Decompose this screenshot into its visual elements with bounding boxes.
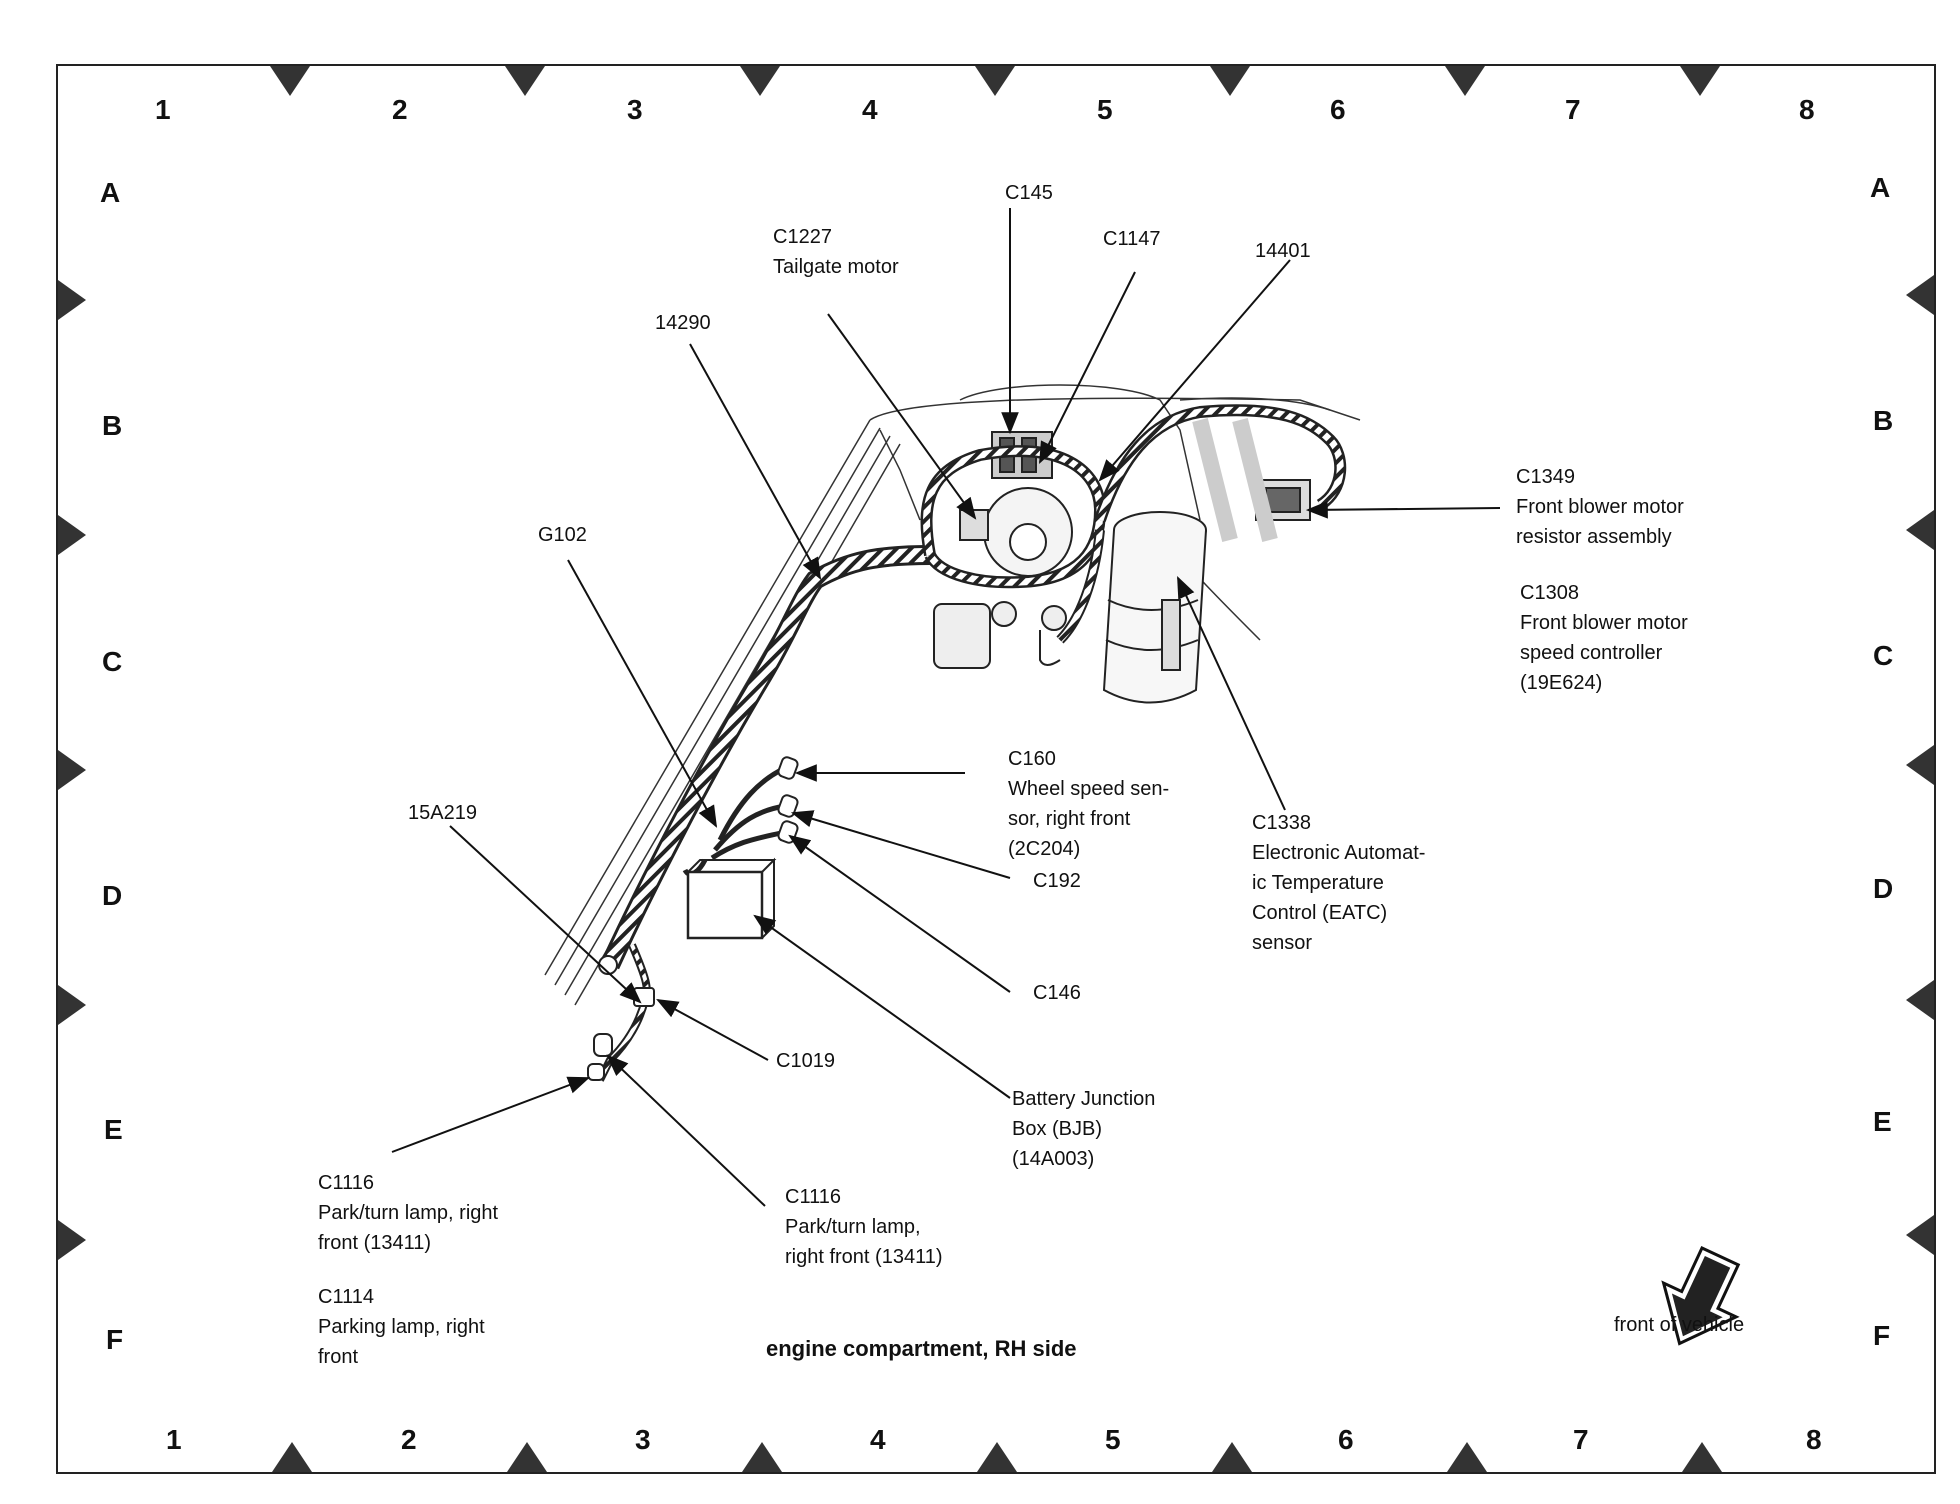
canister	[1102, 511, 1207, 704]
blower-resistor	[1192, 418, 1311, 542]
row-label-right-e: E	[1873, 1106, 1892, 1137]
col-label-top-7: 7	[1565, 94, 1581, 125]
row-label-right-c: C	[1873, 640, 1894, 671]
col-label-bottom-8: 8	[1806, 1424, 1822, 1455]
leader-lines	[391, 208, 1501, 1207]
col-label-top-5: 5	[1097, 94, 1113, 125]
col-label-bottom-5: 5	[1105, 1424, 1121, 1455]
row-label-left-d: D	[102, 880, 123, 911]
col-label-top-3: 3	[627, 94, 643, 125]
grid-ticks	[58, 66, 1934, 1472]
row-label-right-a: A	[1870, 172, 1891, 203]
front-connectors	[777, 756, 799, 844]
label-14290: 14290	[655, 312, 711, 334]
lower-components	[933, 601, 1067, 669]
tailgate-motor-body	[959, 487, 1073, 577]
col-label-top-1: 1	[155, 94, 171, 125]
label-15a219: 15A219	[408, 802, 477, 824]
row-label-left-f: F	[106, 1324, 124, 1355]
label-c1019: C1019	[776, 1050, 835, 1072]
row-label-left-c: C	[102, 646, 123, 677]
col-label-top-2: 2	[392, 94, 408, 125]
front-of-vehicle-label: front of vehicle	[1614, 1314, 1745, 1336]
label-c146: C146	[1033, 982, 1081, 1004]
col-label-top-8: 8	[1799, 94, 1815, 125]
c1019-connector	[633, 987, 655, 1007]
label-c192: C192	[1033, 870, 1081, 892]
label-c145: C145	[1005, 182, 1053, 204]
fender-outline	[544, 384, 1361, 1006]
col-label-bottom-4: 4	[870, 1424, 886, 1455]
diagram-frame	[56, 64, 1936, 1474]
row-label-left-b: B	[102, 410, 123, 441]
row-label-right-b: B	[1873, 405, 1894, 436]
row-label-right-d: D	[1873, 873, 1894, 904]
col-label-bottom-7: 7	[1573, 1424, 1589, 1455]
front-of-vehicle-arrow-icon	[1661, 1246, 1741, 1346]
col-label-bottom-6: 6	[1338, 1424, 1354, 1455]
c1116-connector	[593, 1033, 613, 1057]
row-label-left-e: E	[104, 1114, 123, 1145]
label-c1147: C1147	[1103, 228, 1161, 250]
battery-junction-box	[686, 870, 764, 940]
col-label-top-6: 6	[1330, 94, 1346, 125]
diagram-title: engine compartment, RH side	[766, 1336, 1077, 1361]
c1114-connector	[587, 1063, 605, 1081]
col-label-bottom-3: 3	[635, 1424, 651, 1455]
row-label-right-f: F	[1873, 1320, 1891, 1351]
label-g102: G102	[538, 524, 587, 546]
label-14401: 14401	[1255, 240, 1311, 262]
col-label-bottom-1: 1	[166, 1424, 182, 1455]
row-label-left-a: A	[100, 177, 121, 208]
col-label-top-4: 4	[862, 94, 878, 125]
col-label-bottom-2: 2	[401, 1424, 417, 1455]
